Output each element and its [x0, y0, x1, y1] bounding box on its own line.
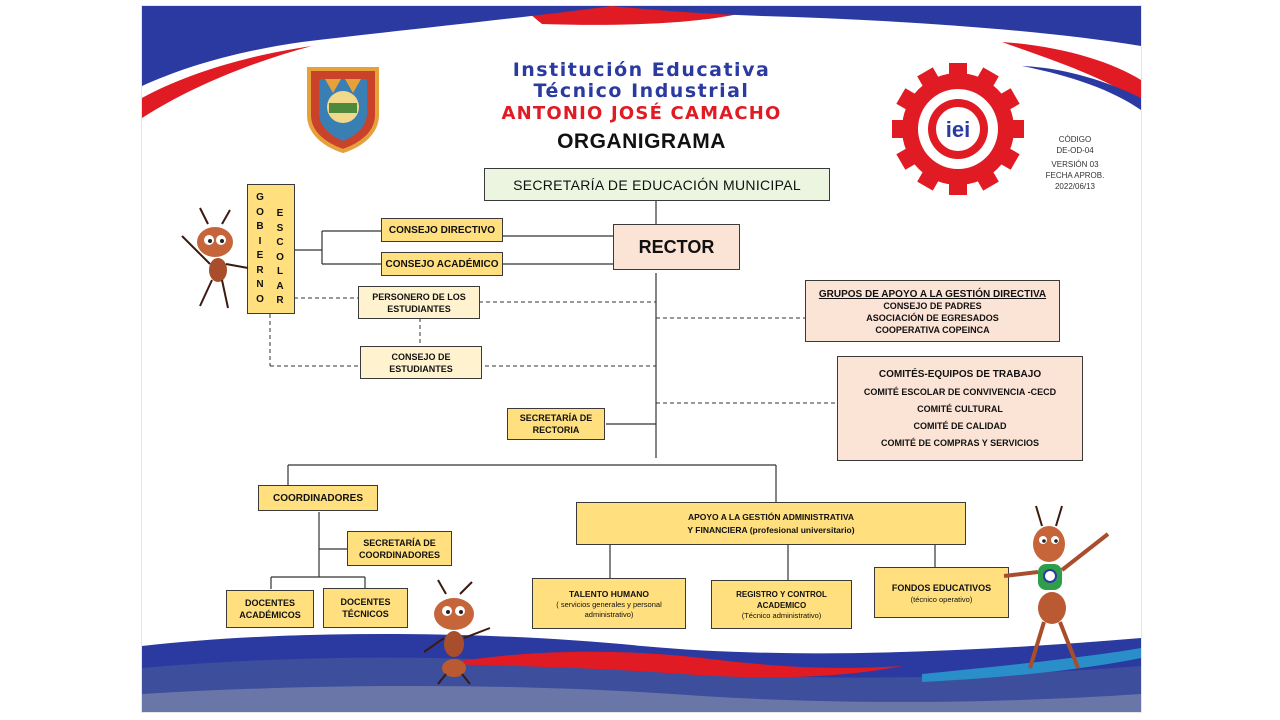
comites-item: COMITÉ ESCOLAR DE CONVIVENCIA -CECD: [863, 386, 1057, 397]
consejo-directivo-box: CONSEJO DIRECTIVO: [381, 218, 503, 242]
connector-lines: [269, 199, 936, 589]
approval-label: FECHA APROB.: [1045, 171, 1105, 180]
registro-control-box: REGISTRO Y CONTROL ACADEMICO (Técnico ad…: [711, 580, 852, 629]
shield-logo-icon: [307, 67, 379, 153]
comites-item: COMITÉ DE COMPRAS Y SERVICIOS: [880, 437, 1040, 448]
grupos-item: CONSEJO DE PADRES: [883, 300, 982, 311]
gobierno-escolar-box: G O B I E R N O E S C O L A R: [247, 184, 295, 314]
institution-name-line2: Técnico Industrial: [533, 80, 750, 102]
grupos-title: GRUPOS DE APOYO A LA GESTIÓN DIRECTIVA: [818, 288, 1047, 300]
docentes-tecnicos-box: DOCENTES TÉCNICOS: [323, 588, 408, 628]
rector-box: RECTOR: [613, 224, 740, 270]
page-title: ORGANIGRAMA: [557, 130, 726, 153]
comites-box: COMITÉS-EQUIPOS DE TRABAJO COMITÉ ESCOLA…: [837, 356, 1083, 461]
institution-name-line1: Institución Educativa: [512, 59, 771, 81]
coordinadores-box: COORDINADORES: [258, 485, 378, 511]
institution-seal-icon: iei: [892, 63, 1024, 195]
consejo-academico-box: CONSEJO ACADÉMICO: [381, 252, 503, 276]
fondos-educativos-box: FONDOS EDUCATIVOS (técnico operativo): [874, 567, 1009, 618]
comites-title: COMITÉS-EQUIPOS DE TRABAJO: [878, 368, 1042, 380]
talento-humano-box: TALENTO HUMANO ( servicios generales y p…: [532, 578, 686, 629]
apoyo-gestion-box: APOYO A LA GESTIÓN ADMINISTRATIVA Y FINA…: [576, 502, 966, 545]
secretaria-municipal-label: SECRETARÍA DE EDUCACIÓN MUNICIPAL: [513, 176, 801, 193]
organigrama-page: iei Institución Educativa Técnico Indust…: [142, 6, 1141, 712]
secretaria-rectoria-box: SECRETARÍA DE RECTORIA: [507, 408, 605, 440]
gobierno-letters: G O B I E R N O: [256, 192, 264, 305]
code-value: DE-OD-04: [1056, 146, 1094, 155]
version: VERSIÓN 03: [1051, 160, 1099, 169]
approval-date: 2022/06/13: [1054, 182, 1096, 191]
consejo-estudiantes-box: CONSEJO DE ESTUDIANTES: [360, 346, 482, 379]
comites-item: COMITÉ CULTURAL: [917, 403, 1003, 414]
code-label: CÓDIGO: [1058, 135, 1092, 144]
decorative-waves: [142, 6, 1141, 712]
docentes-academicos-box: DOCENTES ACADÉMICOS: [226, 590, 314, 628]
secretaria-coordinadores-box: SECRETARÍA DE COORDINADORES: [347, 531, 452, 566]
secretaria-municipal-box: SECRETARÍA DE EDUCACIÓN MUNICIPAL: [484, 168, 830, 201]
escolar-letters: E S C O L A R: [276, 208, 284, 306]
comites-item: COMITÉ DE CALIDAD: [913, 420, 1007, 431]
ant-mascot-icon: [423, 579, 491, 685]
svg-text:iei: iei: [946, 117, 970, 142]
personero-box: PERSONERO DE LOS ESTUDIANTES: [358, 286, 480, 319]
ant-mascot-icon: [1003, 505, 1110, 669]
ant-mascot-icon: [181, 207, 249, 309]
grupos-apoyo-box: GRUPOS DE APOYO A LA GESTIÓN DIRECTIVA C…: [805, 280, 1060, 342]
institution-name-line3: ANTONIO JOSÉ CAMACHO: [501, 103, 782, 124]
grupos-item: ASOCIACIÓN DE EGRESADOS: [866, 312, 999, 323]
document-code: CÓDIGO DE-OD-04 VERSIÓN 03 FECHA APROB. …: [1035, 134, 1115, 192]
rector-label: RECTOR: [638, 236, 715, 257]
grupos-item: COOPERATIVA COPEINCA: [875, 324, 990, 335]
